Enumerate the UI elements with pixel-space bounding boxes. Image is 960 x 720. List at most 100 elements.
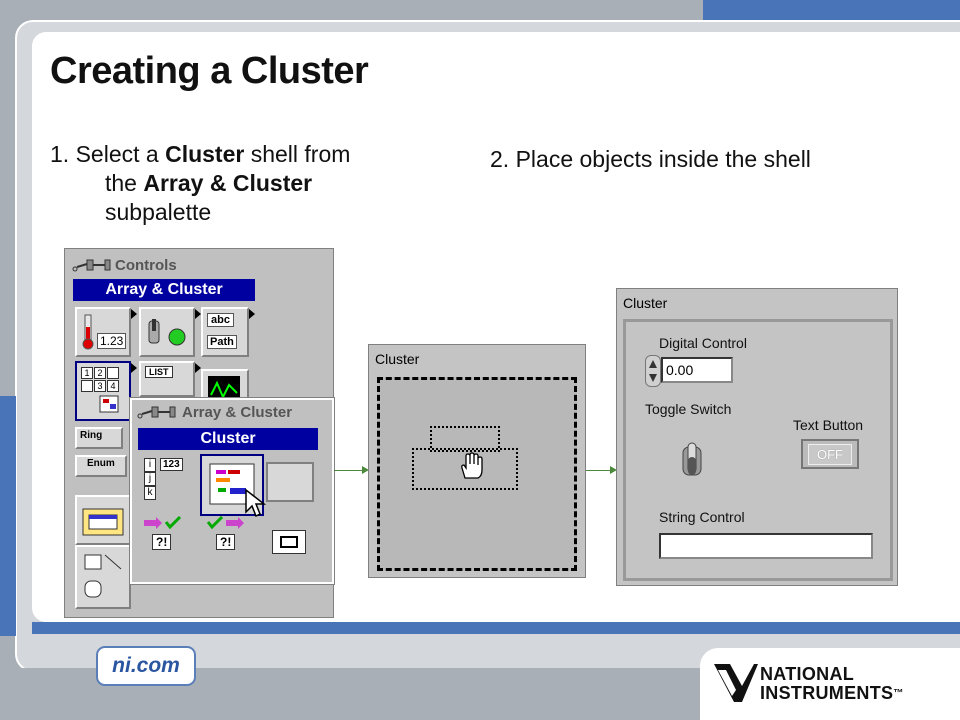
- digital-control-label: Digital Control: [659, 335, 747, 351]
- palette-title: Controls: [115, 257, 177, 274]
- step-one-line2: the Array & Cluster: [50, 169, 410, 198]
- toggle-switch[interactable]: [679, 439, 705, 483]
- arrow-line: [586, 470, 612, 471]
- io-tile[interactable]: [75, 495, 131, 545]
- index-letter: i: [144, 458, 156, 472]
- text-button-value: OFF: [808, 443, 852, 465]
- array-cluster-subpalette[interactable]: Array & Cluster Cluster i j k 123 ?! ?!: [129, 397, 335, 585]
- toggle-switch-label: Toggle Switch: [645, 401, 732, 417]
- arrow-line: [334, 470, 364, 471]
- ni-eagle-logo-icon: [714, 664, 758, 702]
- palette-titlebar[interactable]: Controls: [71, 255, 271, 275]
- cluster-mini-icon: [99, 395, 119, 413]
- bottom-accent-bar: [32, 622, 960, 634]
- refnum-tile[interactable]: [266, 462, 314, 502]
- array-cell: [107, 367, 119, 379]
- ni-brand-line2: INSTRUMENTS™: [760, 684, 904, 703]
- array-cell: [81, 380, 93, 392]
- ni-com-badge[interactable]: ni.com: [96, 646, 196, 686]
- ni-brand-text: NATIONAL INSTRUMENTS™: [760, 665, 904, 703]
- drop-outline-bottom: [412, 448, 518, 490]
- string-control-label: String Control: [659, 509, 745, 525]
- numeric-tile[interactable]: 1.23: [75, 307, 131, 357]
- left-accent-bar: [0, 396, 16, 636]
- cluster-shell-border[interactable]: [377, 377, 577, 571]
- enum-label: Enum: [87, 458, 115, 469]
- step-one-line3: subpalette: [105, 199, 212, 225]
- list-tile[interactable]: LIST: [139, 361, 195, 397]
- text-button-label: Text Button: [793, 417, 864, 433]
- step-one-text: 1. Select a Cluster shell from the Array…: [50, 140, 410, 227]
- array-numeric-label: 123: [160, 458, 183, 471]
- arrow-right-icon: [610, 466, 617, 474]
- subpalette-header: Cluster: [138, 428, 318, 450]
- cluster-shell-empty[interactable]: Cluster: [368, 344, 586, 578]
- step-one-middle: shell from: [244, 141, 351, 167]
- folder-window-icon: [82, 508, 124, 536]
- thermometer-icon: [82, 314, 94, 350]
- cluster-shell-label: Cluster: [375, 351, 420, 367]
- error-label: ?!: [216, 534, 236, 550]
- error-cluster-tile[interactable]: ?!: [206, 516, 252, 556]
- ring-label: Ring: [80, 430, 103, 441]
- toggle-led-icon: [148, 319, 186, 346]
- array-cell: 4: [107, 380, 119, 392]
- digital-increment-decrement[interactable]: [645, 355, 661, 387]
- top-accent-bar: [703, 0, 960, 22]
- mouse-pointer-icon: [245, 488, 266, 518]
- digital-control-field[interactable]: 0.00: [661, 357, 733, 383]
- step-one-cluster: Cluster: [165, 141, 245, 167]
- error-label: ?!: [152, 534, 172, 550]
- abc-label: abc: [207, 313, 234, 327]
- list-label: LIST: [145, 366, 173, 378]
- boolean-tile[interactable]: [139, 307, 195, 357]
- cluster-filled-label: Cluster: [623, 295, 668, 311]
- array-tile[interactable]: i j k 123: [144, 458, 194, 500]
- shapes-icon: [84, 554, 122, 598]
- drop-outline-top: [430, 426, 500, 452]
- ni-brand-line1: NATIONAL: [760, 664, 855, 684]
- index-letter: j: [144, 472, 156, 486]
- slide-title: Creating a Cluster: [50, 50, 369, 92]
- index-column: i j k: [144, 458, 156, 500]
- path-label: Path: [207, 335, 237, 349]
- step-one-the: the: [105, 170, 144, 196]
- arrow-check-icon: [144, 516, 182, 530]
- ring-tile[interactable]: Ring: [75, 427, 123, 449]
- cluster-filled[interactable]: Cluster Digital Control 0.00 Toggle Swit…: [616, 288, 898, 586]
- hand-cursor-icon: [461, 452, 483, 479]
- up-down-arrows-icon: [649, 360, 657, 382]
- cluster-shell-tile[interactable]: [200, 454, 264, 516]
- trademark-symbol: ™: [893, 688, 904, 699]
- submenu-arrow-icon: [131, 309, 137, 319]
- index-letter: k: [144, 486, 156, 500]
- string-control-field[interactable]: [659, 533, 873, 559]
- enum-tile[interactable]: Enum: [75, 455, 127, 477]
- text-button[interactable]: OFF: [801, 439, 859, 469]
- arrow-right-icon: [362, 466, 369, 474]
- subpalette-title: Array & Cluster: [182, 404, 293, 421]
- ni-brand-instruments: INSTRUMENTS: [760, 683, 894, 703]
- submenu-arrow-icon: [195, 309, 201, 319]
- array-cell: 3: [94, 380, 106, 392]
- numeric-label: 1.23: [97, 333, 127, 349]
- variant-tile[interactable]: ?!: [142, 516, 188, 556]
- step-two-text: 2. Place objects inside the shell: [490, 146, 811, 172]
- pushpin-icon[interactable]: [136, 404, 178, 420]
- submenu-arrow-icon: [249, 309, 255, 319]
- pushpin-icon[interactable]: [71, 257, 113, 273]
- step-one-prefix: 1. Select a: [50, 141, 166, 167]
- array-cell: 1: [81, 367, 93, 379]
- submenu-arrow-icon: [131, 363, 137, 373]
- ref-icon-tile[interactable]: [272, 530, 306, 554]
- array-cluster-tile[interactable]: 1 2 3 4: [75, 361, 131, 421]
- string-path-tile[interactable]: abc Path: [201, 307, 249, 357]
- palette-header: Array & Cluster: [73, 279, 255, 301]
- array-cell: 2: [94, 367, 106, 379]
- decorations-tile[interactable]: [75, 545, 131, 609]
- array-grid: 1 2 3 4: [81, 367, 119, 392]
- refnum-icon: [280, 536, 298, 548]
- submenu-arrow-icon: [195, 363, 201, 373]
- step-one-array-cluster: Array & Cluster: [143, 170, 313, 196]
- check-arrow-icon: [206, 516, 244, 530]
